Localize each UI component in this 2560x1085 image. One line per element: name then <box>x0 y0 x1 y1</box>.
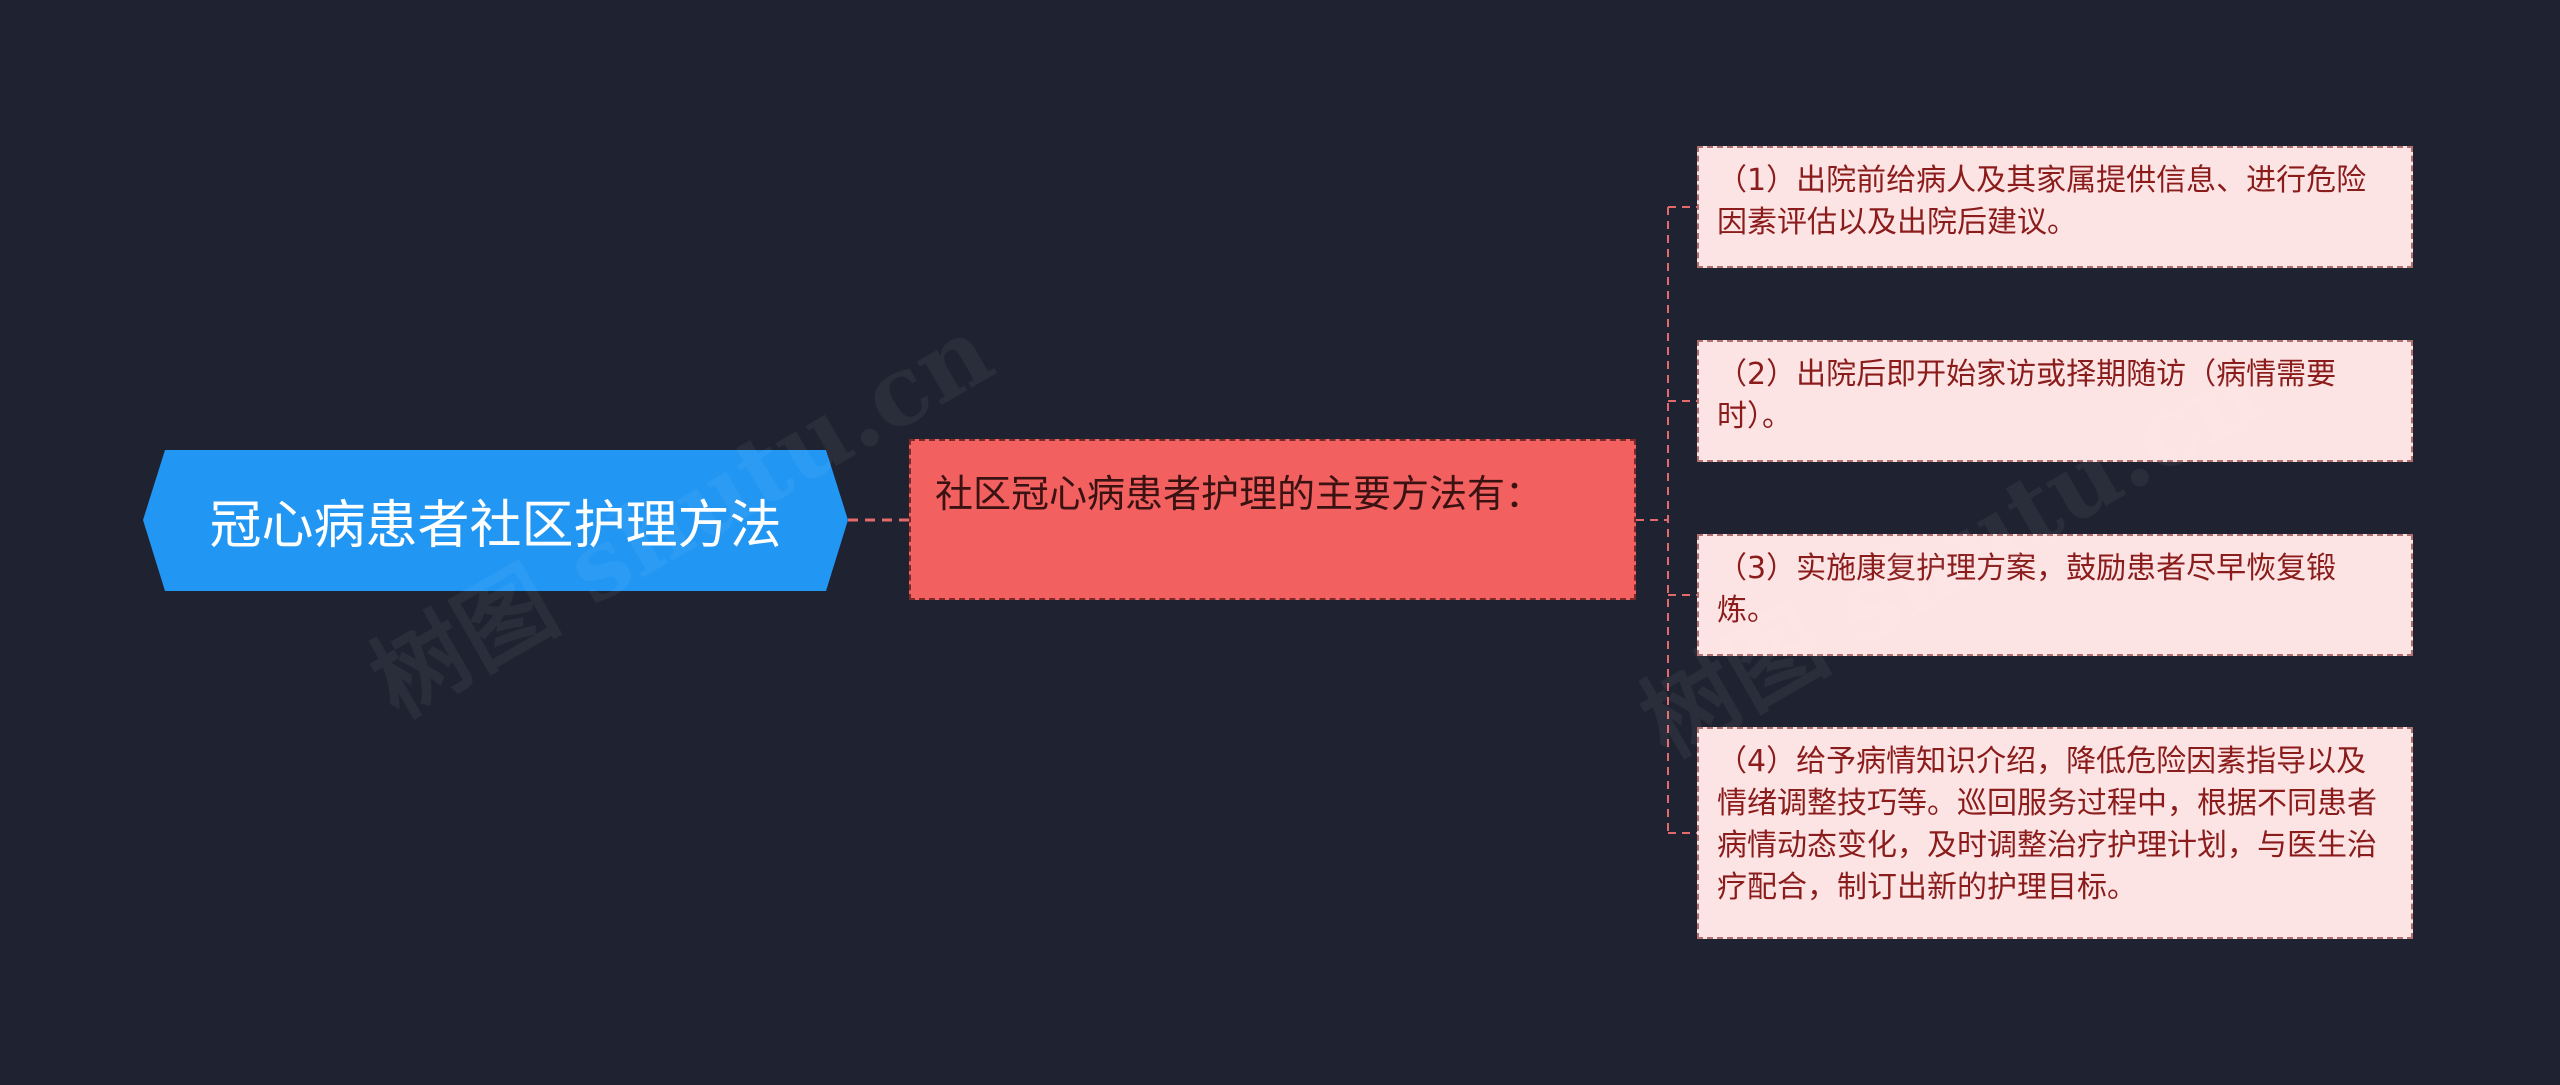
leaf-label-2: （2）出院后即开始家访或择期随访（病情需要时）。 <box>1717 357 2337 434</box>
leaf-label-1: （1）出院前给病人及其家属提供信息、进行危险因素评估以及出院后建议。 <box>1717 163 2367 240</box>
leaf-node-3[interactable]: （3）实施康复护理方案，鼓励患者尽早恢复锻炼。 <box>1697 534 2413 656</box>
leaf-node-2[interactable]: （2）出院后即开始家访或择期随访（病情需要时）。 <box>1697 340 2413 462</box>
leaf-node-1[interactable]: （1）出院前给病人及其家属提供信息、进行危险因素评估以及出院后建议。 <box>1697 146 2413 268</box>
subtopic-node[interactable]: 社区冠心病患者护理的主要方法有： <box>909 439 1636 600</box>
leaf-label-3: （3）实施康复护理方案，鼓励患者尽早恢复锻炼。 <box>1717 551 2337 628</box>
root-topic-node[interactable]: 冠心病患者社区护理方法 <box>143 450 848 591</box>
subtopic-label: 社区冠心病患者护理的主要方法有： <box>935 472 1544 516</box>
root-topic-label: 冠心病患者社区护理方法 <box>209 496 782 556</box>
leaf-node-4[interactable]: （4）给予病情知识介绍，降低危险因素指导以及情绪调整技巧等。巡回服务过程中，根据… <box>1697 727 2413 939</box>
leaf-label-4: （4）给予病情知识介绍，降低危险因素指导以及情绪调整技巧等。巡回服务过程中，根据… <box>1717 744 2377 905</box>
